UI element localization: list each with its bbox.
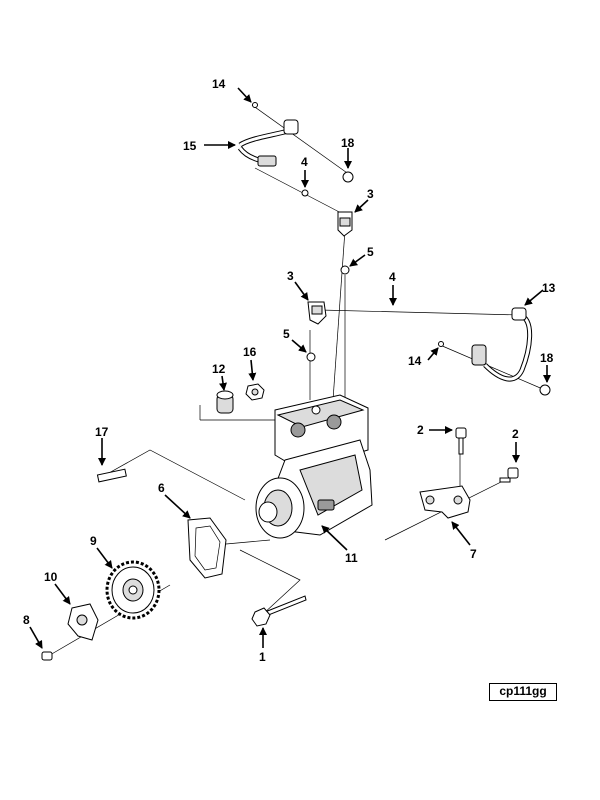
o-ring-5-lower <box>306 352 316 362</box>
coolant-line-13 <box>471 307 533 382</box>
bolt-2-horizontal <box>499 467 519 483</box>
bolt-8 <box>41 651 53 661</box>
stud-17 <box>96 468 127 483</box>
bolt-1 <box>251 595 307 627</box>
callout-18-right: 18 <box>540 351 554 365</box>
o-ring-14-right <box>438 341 444 347</box>
isolator-12 <box>216 390 234 414</box>
callout-4-top: 4 <box>301 155 308 169</box>
callout-2-left: 2 <box>417 423 424 437</box>
o-ring-14-top <box>252 102 258 108</box>
callout-5-lower: 5 <box>283 327 290 341</box>
callout-14-top: 14 <box>212 77 226 91</box>
callout-8: 8 <box>23 613 30 627</box>
callout-9: 9 <box>90 534 97 548</box>
callout-18-top: 18 <box>341 136 355 150</box>
callout-17: 17 <box>95 425 109 439</box>
nut-16 <box>245 383 265 401</box>
callout-3-top: 3 <box>367 187 374 201</box>
callout-labels: 14 15 18 4 3 5 3 4 13 5 14 18 16 12 17 2… <box>23 77 556 664</box>
leader-arrows <box>29 87 551 649</box>
callout-14-right: 14 <box>408 354 422 368</box>
bolt-2-vertical <box>455 427 467 455</box>
callout-4-lower: 4 <box>389 270 396 284</box>
bracket-7 <box>419 485 471 519</box>
bracket-10 <box>67 603 99 641</box>
callout-12: 12 <box>212 362 226 376</box>
gasket-6 <box>187 517 227 579</box>
elbow-3-lower <box>307 301 327 325</box>
callout-13: 13 <box>542 281 556 295</box>
callout-5-top: 5 <box>367 245 374 259</box>
callout-10: 10 <box>44 570 58 584</box>
callout-16: 16 <box>243 345 257 359</box>
elbow-3-top <box>337 211 353 237</box>
callout-3-lower: 3 <box>287 269 294 283</box>
o-ring-5-top <box>340 265 350 275</box>
fitting-18-right <box>539 384 551 396</box>
coolant-line-15 <box>237 119 299 167</box>
callout-1: 1 <box>259 650 266 664</box>
o-ring-4-top <box>301 189 309 197</box>
callout-11: 11 <box>345 551 358 565</box>
callout-2-right: 2 <box>512 427 519 441</box>
gear-9 <box>105 560 161 620</box>
callout-6: 6 <box>158 481 165 495</box>
callout-15: 15 <box>183 139 197 153</box>
air-compressor-11 <box>255 394 373 539</box>
callout-7: 7 <box>470 547 477 561</box>
fitting-18-top <box>342 171 354 183</box>
figure-id-label: cp111gg <box>489 683 557 701</box>
